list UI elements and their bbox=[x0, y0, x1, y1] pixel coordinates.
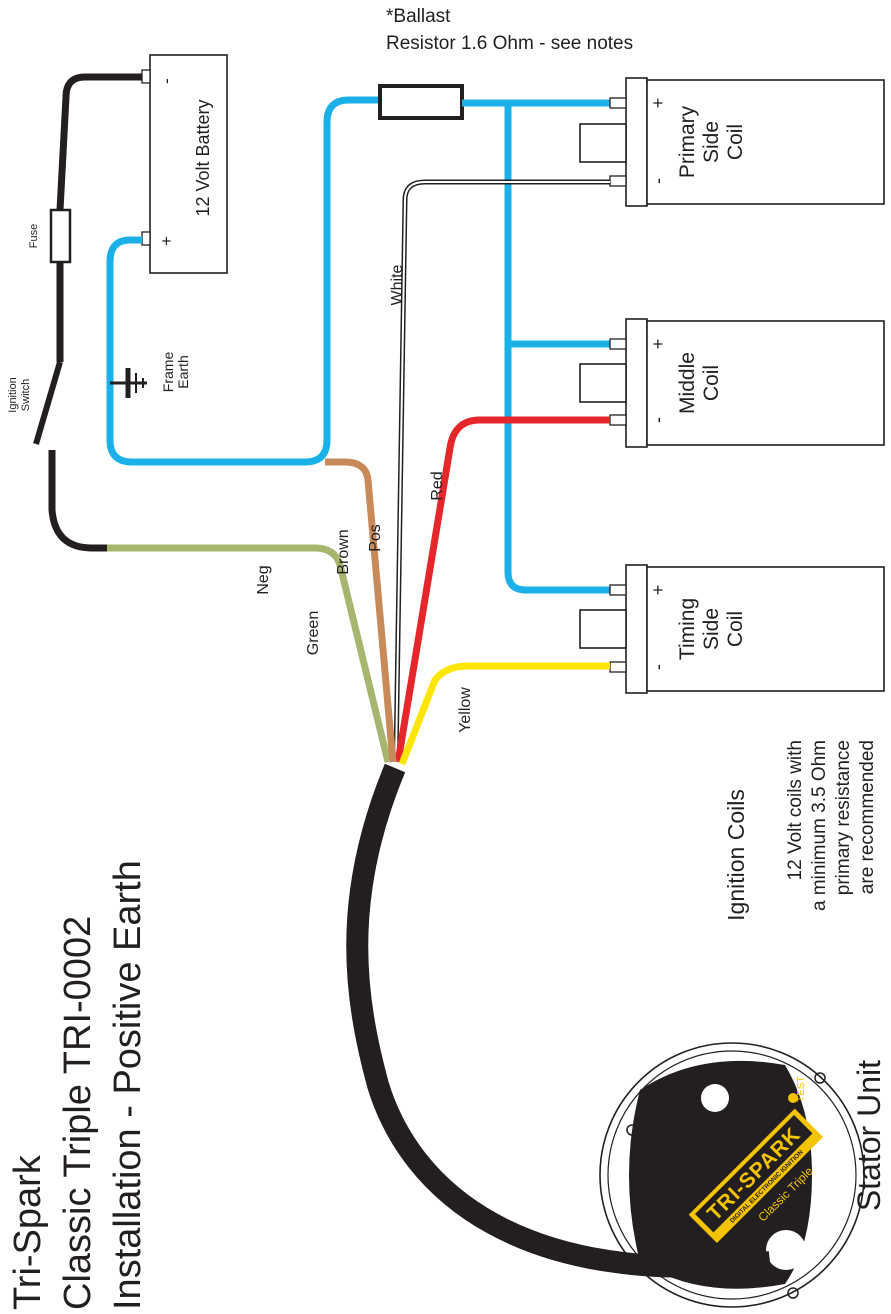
coil-primary-neg-terminal bbox=[609, 175, 627, 187]
white-wire-core bbox=[395, 181, 610, 761]
coil-timing-pos-terminal bbox=[609, 584, 627, 596]
coil-primary-side: + - Primary Side Coil bbox=[579, 77, 885, 207]
coil-middle-label-2: Coil bbox=[700, 365, 723, 401]
coil-note-line-4: are recommended bbox=[857, 740, 878, 894]
coil-primary-label-3: Coil bbox=[724, 124, 747, 160]
coil-note-line-1: 12 Volt coils with bbox=[785, 740, 806, 880]
white-wire-label: White bbox=[389, 264, 406, 305]
coil-primary-bracket bbox=[579, 123, 627, 163]
coil-timing-plus: + bbox=[648, 585, 668, 596]
battery-pos-terminal bbox=[141, 231, 151, 246]
coil-primary-label-1: Primary bbox=[676, 105, 699, 178]
coil-timing-label-3: Coil bbox=[724, 611, 747, 647]
frame-earth-icon bbox=[110, 368, 147, 398]
coil-primary-minus: - bbox=[648, 178, 668, 184]
title-line-1: Tri-Spark bbox=[7, 1154, 49, 1310]
red-wire-label: Red bbox=[429, 471, 446, 500]
yellow-wire bbox=[398, 662, 610, 766]
coil-primary-body bbox=[646, 79, 885, 205]
battery: - + 12 Volt Battery bbox=[141, 54, 228, 274]
ballast-label-1: *Ballast bbox=[386, 6, 451, 27]
ignition-switch-label-1: Ignition bbox=[7, 377, 19, 412]
coil-middle-minus: - bbox=[648, 417, 668, 423]
frame-earth-label-1: Frame bbox=[160, 352, 176, 393]
battery-body bbox=[149, 54, 228, 274]
coil-timing-body bbox=[646, 566, 885, 692]
coil-timing-label-1: Timing bbox=[676, 598, 699, 660]
coil-primary-label-2: Side bbox=[700, 121, 723, 163]
coil-note-line-3: primary resistance bbox=[833, 740, 854, 895]
coil-middle-neg-terminal bbox=[609, 414, 627, 426]
stator-inner-ring bbox=[607, 1050, 857, 1300]
stator-heading: Stator Unit bbox=[851, 1060, 887, 1211]
stator-mount-hole-left bbox=[626, 1124, 638, 1136]
coil-timing-label-2: Side bbox=[700, 608, 723, 650]
coil-middle: + - Middle Coil bbox=[579, 318, 885, 448]
coil-middle-body bbox=[646, 320, 885, 446]
green-wire bbox=[107, 544, 392, 763]
blue-wire-battery-pos bbox=[106, 96, 380, 466]
stator-mount-hole-top bbox=[814, 1072, 826, 1084]
stator-body bbox=[629, 1060, 812, 1289]
coil-middle-plus: + bbox=[648, 339, 668, 350]
green-wire-label: Green bbox=[305, 611, 322, 655]
coil-primary-pos-terminal bbox=[609, 97, 627, 109]
coil-timing-neg-terminal bbox=[609, 661, 627, 673]
battery-neg-terminal bbox=[141, 69, 151, 84]
coil-timing-flange bbox=[625, 564, 648, 694]
frame-earth-label-2: Earth bbox=[175, 355, 191, 388]
title-line-3: Installation - Positive Earth bbox=[107, 860, 149, 1310]
brown-wire-label: Brown bbox=[335, 529, 352, 574]
battery-neg-symbol: - bbox=[157, 78, 176, 84]
test-label: TEST bbox=[796, 1076, 807, 1102]
coil-middle-bracket bbox=[579, 363, 627, 403]
fuse-label: Fuse bbox=[28, 224, 40, 248]
white-wire bbox=[393, 179, 610, 761]
coil-timing-bracket bbox=[579, 609, 627, 649]
coil-primary-plus: + bbox=[648, 98, 668, 109]
stator-large-hole bbox=[701, 1084, 729, 1112]
brown-wire bbox=[325, 458, 397, 763]
coil-primary-flange bbox=[625, 77, 648, 207]
neg-wire-label: Neg bbox=[255, 565, 272, 594]
stator-cable-hole bbox=[766, 1230, 806, 1270]
black-wire-battery bbox=[56, 73, 142, 211]
coil-middle-flange bbox=[625, 318, 648, 448]
ballast-resistor-icon bbox=[378, 84, 464, 120]
ignition-switch-label-2: Switch bbox=[20, 379, 32, 411]
coil-middle-label-1: Middle bbox=[676, 352, 699, 414]
yellow-wire-label: Yellow bbox=[457, 687, 474, 733]
black-wire-switch-down bbox=[48, 450, 107, 552]
battery-label: 12 Volt Battery bbox=[193, 99, 213, 216]
fuse-icon bbox=[49, 208, 72, 264]
pos-wire-label: Pos bbox=[367, 524, 384, 552]
ignition-switch-lever bbox=[33, 361, 63, 445]
red-wire bbox=[394, 416, 610, 763]
test-led-icon bbox=[788, 1093, 798, 1103]
blue-wire-coil-bus bbox=[504, 103, 610, 594]
coil-timing-minus: - bbox=[648, 664, 668, 670]
harness-cable bbox=[346, 763, 772, 1278]
ballast-label-2: Resistor 1.6 Ohm - see notes bbox=[386, 33, 633, 54]
coil-middle-pos-terminal bbox=[609, 338, 627, 350]
coil-note-line-2: a minimum 3.5 Ohm bbox=[809, 740, 830, 911]
title-line-2: Classic Triple TRI-0002 bbox=[57, 916, 99, 1310]
coil-timing-side: + - Timing Side Coil bbox=[579, 564, 885, 694]
stator-unit: TEST TRI-SPARK DIGITAL ELECTRONIC IGNITI… bbox=[599, 1042, 865, 1308]
stator-mount-hole-bottom bbox=[787, 1287, 799, 1299]
ignition-coils-heading: Ignition Coils bbox=[723, 789, 749, 921]
battery-pos-symbol: + bbox=[157, 236, 176, 246]
